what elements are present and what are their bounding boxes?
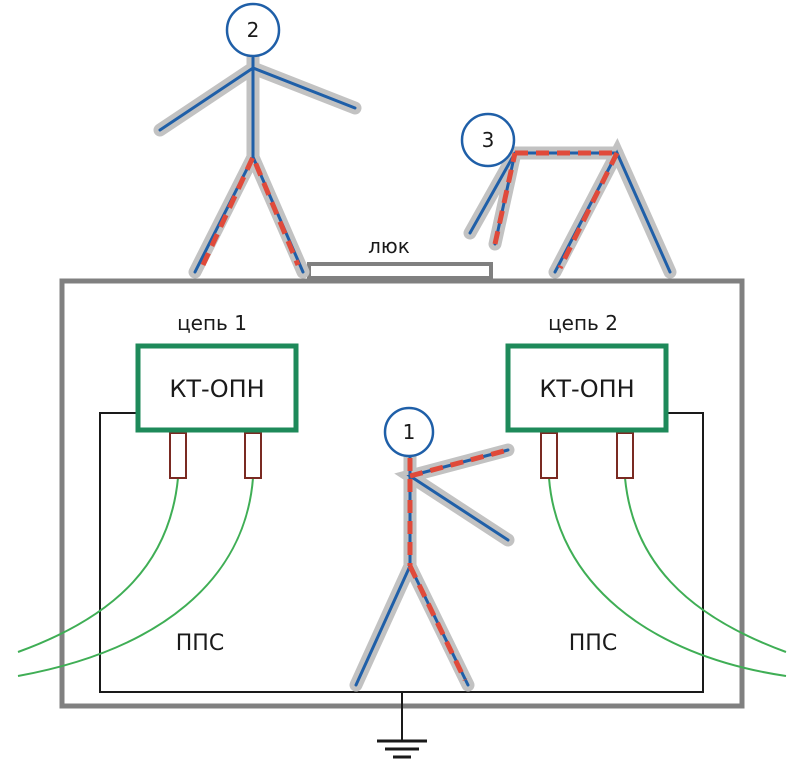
cable-right [548,477,787,677]
device-label-1: КТ-ОПН [169,375,264,403]
hatch-label: люк [368,234,410,258]
person-2-figure [153,51,362,279]
person-2-badge [225,2,281,58]
person-3-figure [463,138,677,279]
pps-label-left: ППС [176,631,224,656]
person-1-figure [349,443,515,692]
device-label-2: КТ-ОПН [539,375,634,403]
hatch [307,262,493,280]
person-3-badge [460,112,516,168]
terminals-right [540,432,634,479]
person-2-number: 2 [247,18,260,42]
person-1-badge [383,406,435,458]
pps-label-right: ППС [569,631,617,656]
circuit-label-2: цепь 2 [548,311,618,335]
person-3-number: 3 [482,128,495,152]
circuit-label-1: цепь 1 [177,311,247,335]
person-1-number: 1 [403,420,416,444]
cable-left [17,477,254,677]
device-box-1 [135,343,299,433]
device-box-2 [505,343,669,433]
terminals-left [169,432,262,479]
ground-symbol-icon [377,692,427,759]
